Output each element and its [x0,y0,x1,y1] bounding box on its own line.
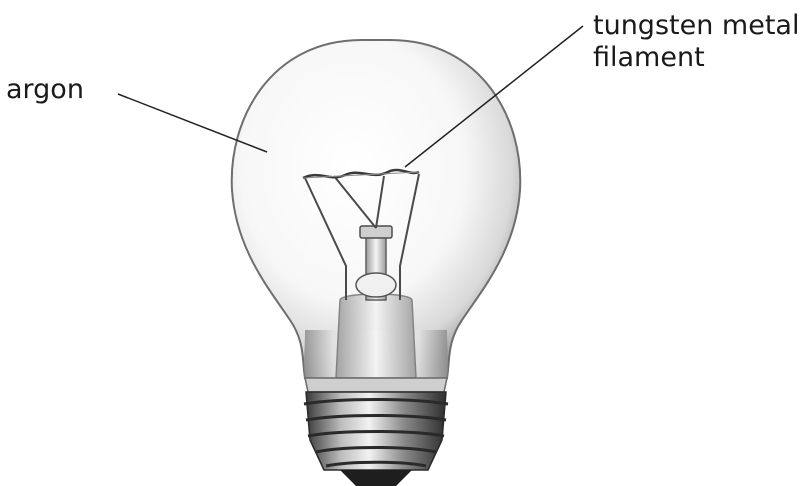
screw-base [304,392,448,470]
contact-tip [340,470,412,486]
glass-mount [336,294,416,378]
filament-label-line-1: tungsten metal [593,10,799,42]
argon-label: argon [6,74,84,106]
filament-label: tungsten metal filament [593,10,799,75]
pinch-seal [356,273,396,297]
neck-collar [305,378,447,392]
filament-label-line-2: filament [593,42,799,74]
